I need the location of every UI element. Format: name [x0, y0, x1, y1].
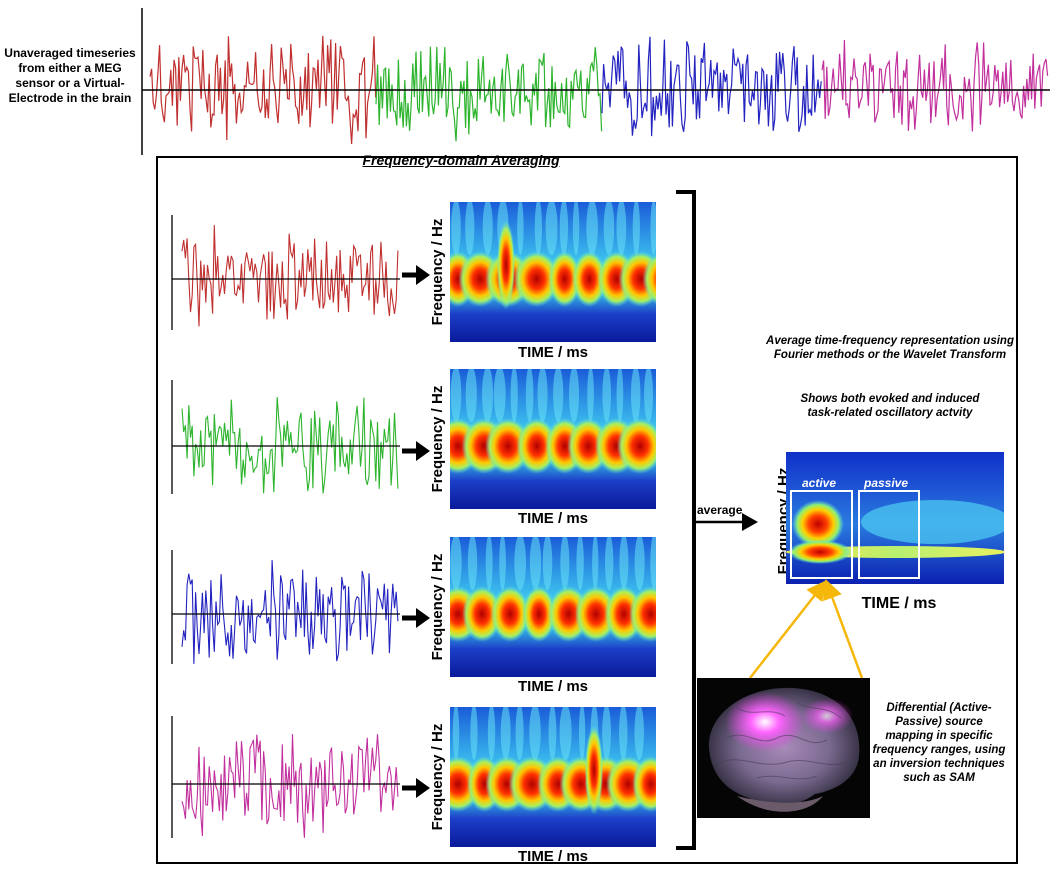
spectrogram-xlabel: TIME / ms [517, 344, 588, 361]
average-label: average [697, 503, 743, 517]
average-spectrogram [786, 452, 1004, 584]
spectrogram-1 [450, 202, 656, 342]
average-tfr-description: Average time-frequency representation us… [766, 335, 1014, 361]
unaveraged-timeseries-plot [141, 8, 1050, 155]
evoked-induced-description: Shows both evoked and induced task-relat… [800, 393, 980, 419]
spectrogram-ylabel: Frequency / Hz [429, 385, 446, 493]
spectrogram-ylabel: Frequency / Hz [429, 218, 446, 326]
active-window-box [790, 490, 853, 579]
trial-timeseries-magenta [171, 716, 400, 838]
arrow-right-icon [402, 441, 430, 461]
spectrogram-2 [450, 369, 656, 509]
trial-timeseries-blue [171, 550, 400, 664]
panel-title: Frequency-domain Averaging [362, 152, 560, 168]
trial-timeseries-red [171, 215, 400, 330]
average-arrow-icon [692, 513, 758, 531]
spectrogram-xlabel: TIME / ms [517, 848, 588, 865]
timeseries-segment-magenta [821, 39, 1049, 132]
source-mapping-description: Differential (Active-Passive) source map… [872, 702, 1006, 784]
timeseries-segment-green [375, 46, 603, 142]
average-spectrogram-xlabel: TIME / ms [861, 595, 937, 612]
brain-source-map-image [697, 678, 870, 818]
arrow-right-icon [402, 778, 430, 798]
spectrogram-xlabel: TIME / ms [517, 678, 588, 695]
bracket [676, 190, 696, 850]
frequency-domain-averaging-panel [156, 156, 1018, 864]
trial-timeseries-group [171, 215, 400, 838]
timeseries-segment-red [149, 35, 377, 145]
active-label: active [802, 476, 837, 490]
yellow-arrows [749, 578, 864, 679]
spectrogram-4 [450, 707, 656, 847]
spectrogram-xlabel: TIME / ms [517, 510, 588, 527]
spectrogram-ylabel: Frequency / Hz [429, 553, 446, 661]
passive-window-box [858, 490, 920, 579]
arrow-right-icon [402, 265, 430, 285]
timeseries-segment-blue [601, 36, 822, 137]
timeseries-description: Unaveraged timeseries from either a MEG … [4, 46, 136, 105]
spectrogram-3 [450, 537, 656, 677]
spectrogram-ylabel: Frequency / Hz [429, 723, 446, 831]
passive-label: passive [864, 476, 909, 490]
arrow-right-icon [402, 608, 430, 628]
trial-timeseries-green [171, 380, 400, 494]
